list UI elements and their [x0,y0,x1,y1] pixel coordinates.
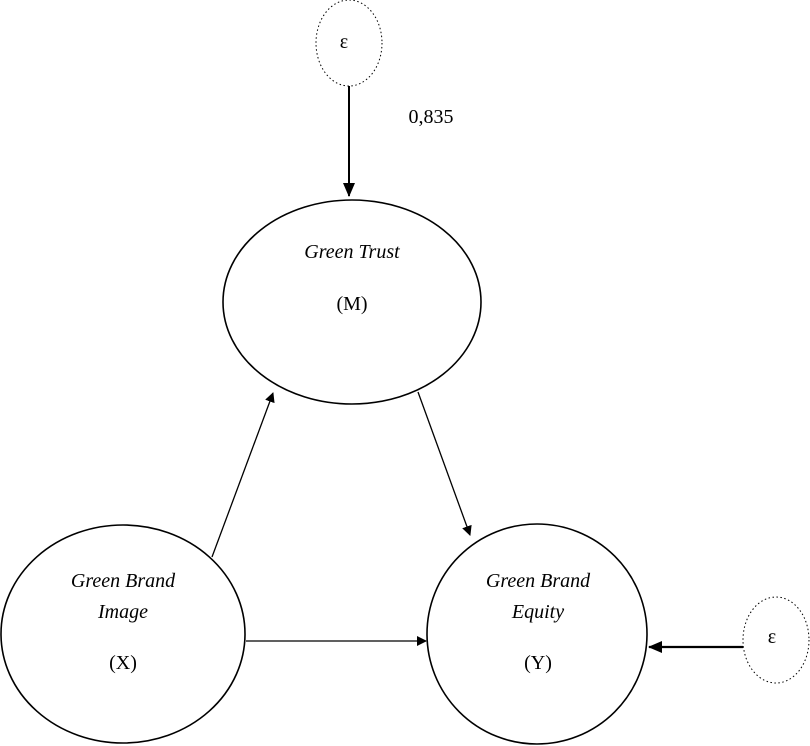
node-name-line-1: Green Brand [486,570,591,592]
node-name-line-2: Equity [511,601,564,623]
edge-x-to-m [211,392,275,558]
epsilon-symbol: ε [768,626,776,648]
coefficient-label: 0,835 [409,106,454,128]
node-symbol: (Y) [524,652,552,674]
node-name-line-1: Green Brand [71,570,176,592]
node-name: Green Trust [304,241,400,263]
node-green-brand-image: Green Brand Image (X) [0,524,246,744]
error-term-mediator: ε [315,0,383,87]
error-term-dependent: ε [742,596,810,684]
edge-m-to-y [417,391,472,536]
node-name-line-2: Image [97,601,148,623]
node-green-brand-equity: Green Brand Equity (Y) [426,523,648,745]
node-symbol: (M) [336,293,367,315]
epsilon-symbol: ε [340,31,348,53]
node-green-trust: Green Trust (M) [222,199,482,405]
node-symbol: (X) [109,652,137,674]
